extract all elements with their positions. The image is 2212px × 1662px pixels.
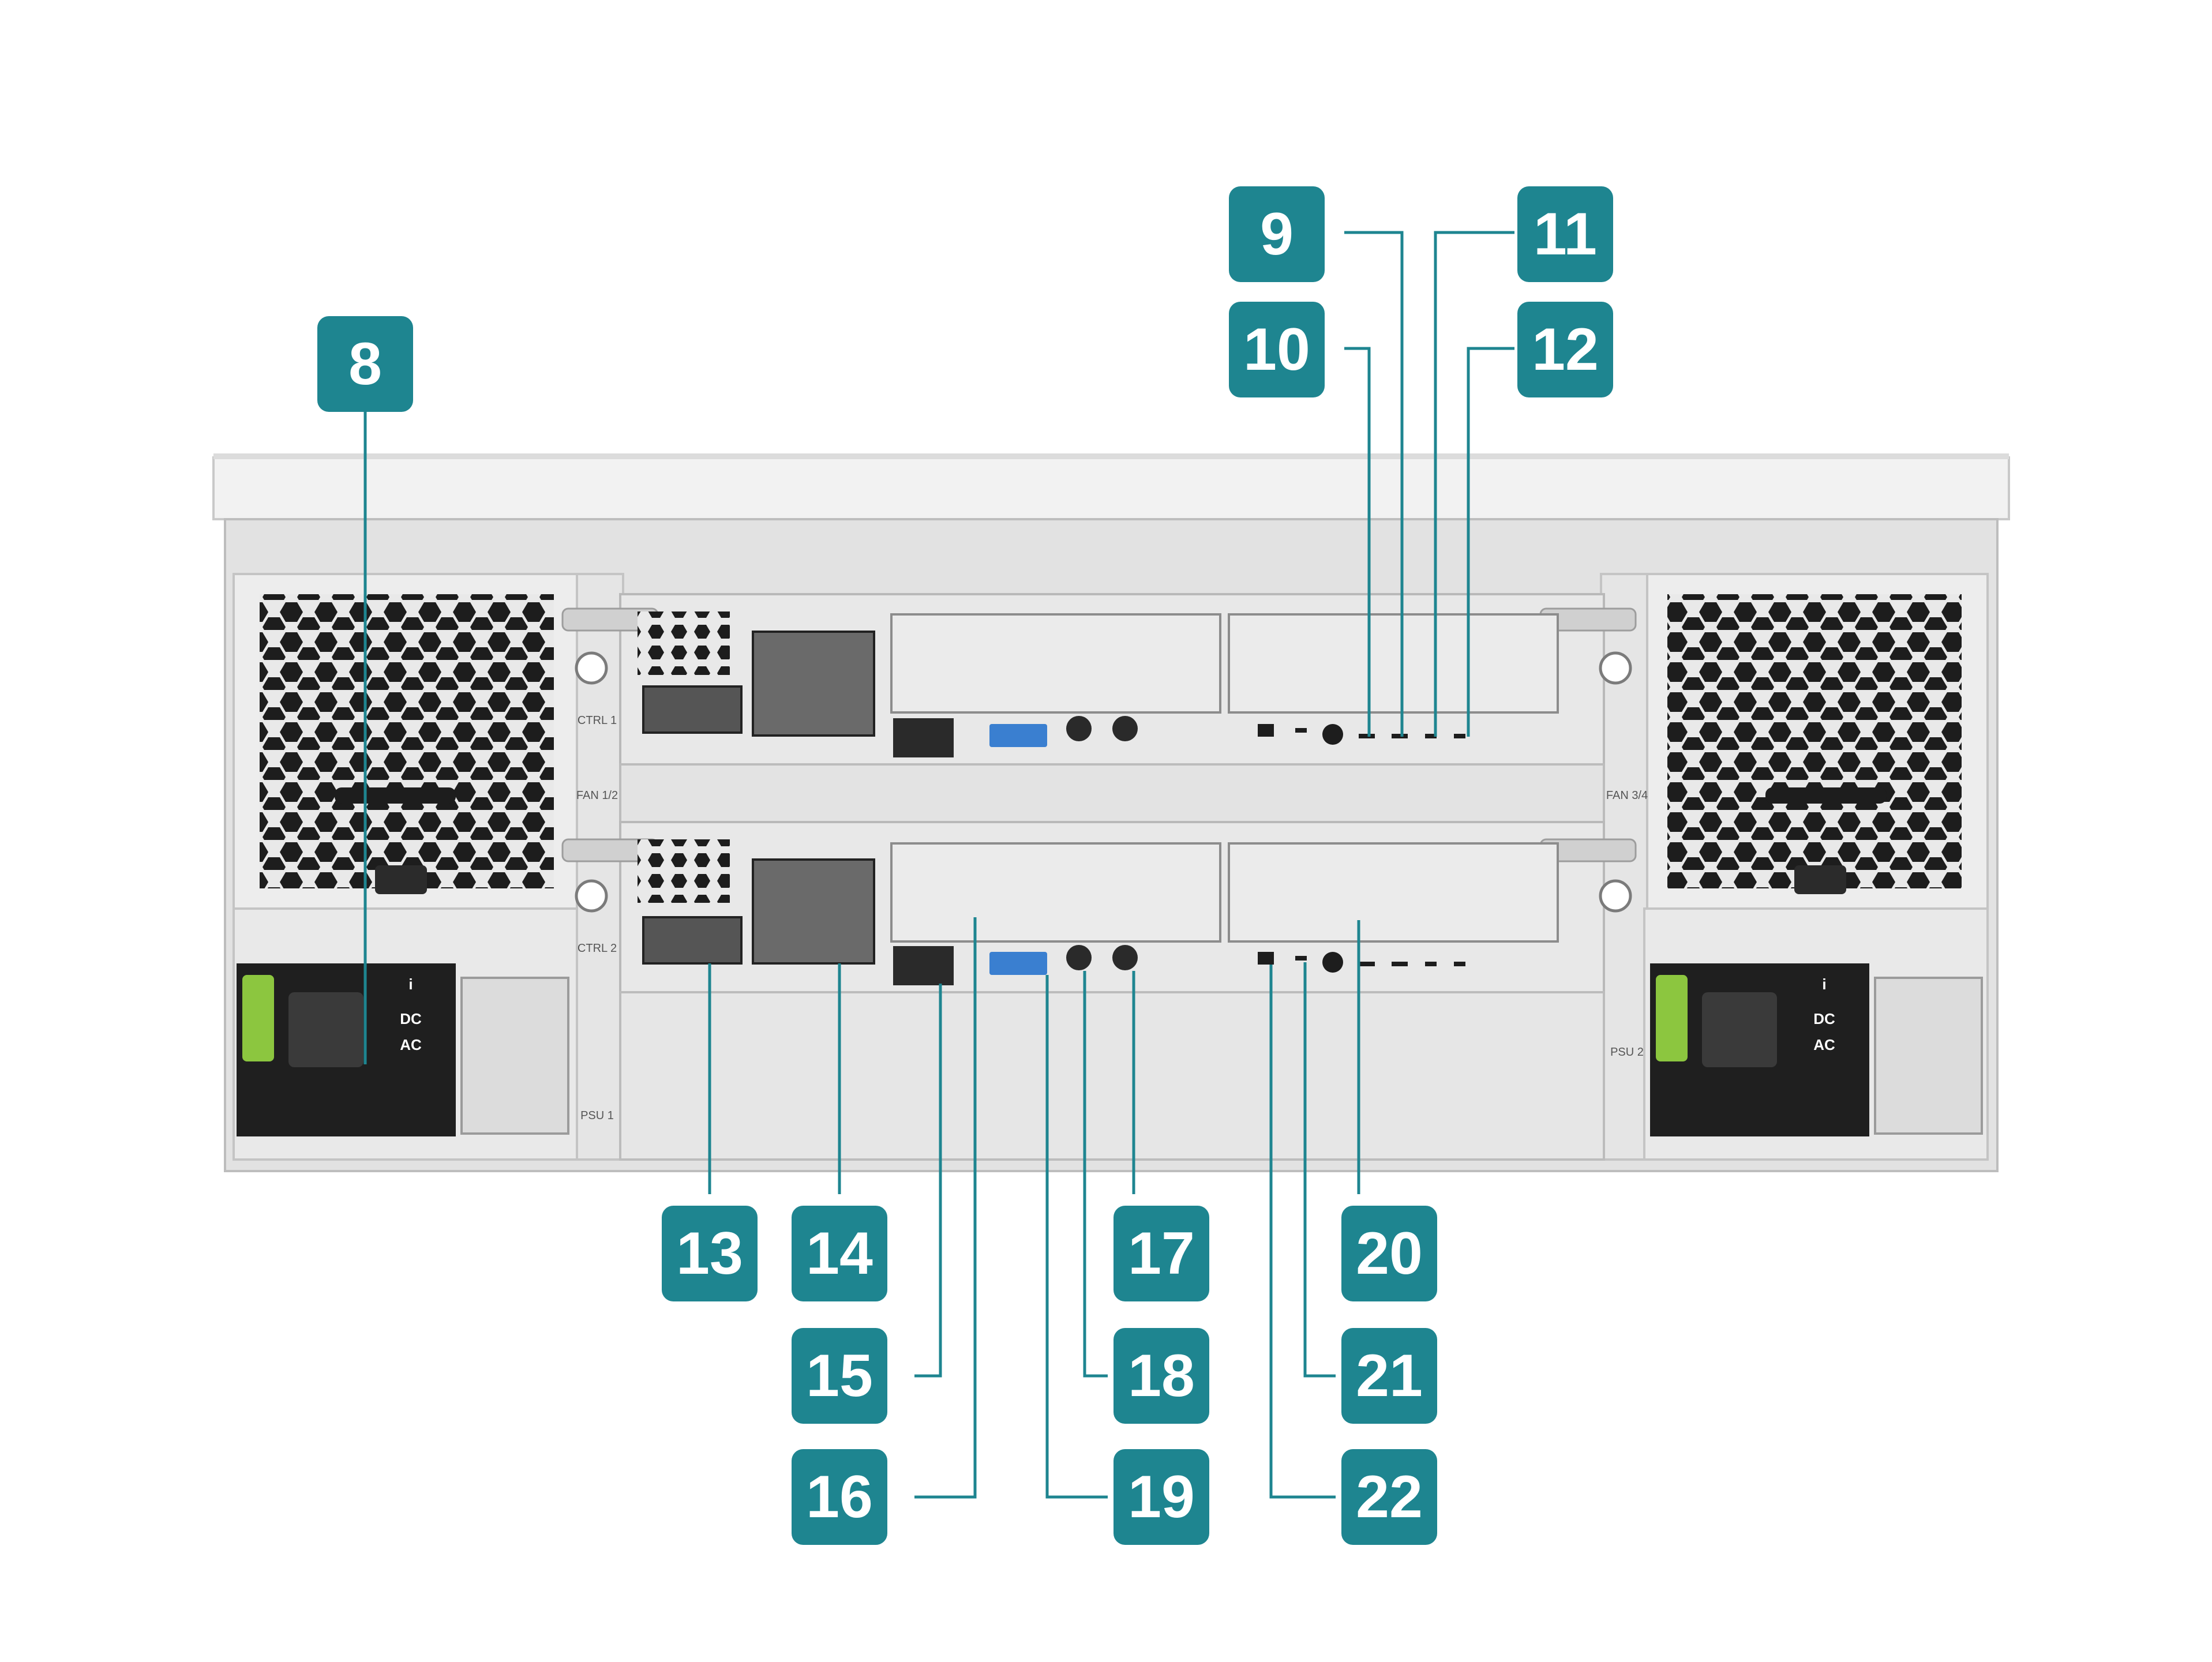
psu2-dc-label: DC [1813,1010,1835,1027]
controller-2-pcie-slot-2 [1228,842,1559,943]
callout-17: 17 [1114,1206,1209,1301]
controller-1-led-a [1258,724,1274,737]
controller-2-led-f [1454,962,1465,966]
controller-1-led-f [1454,734,1465,738]
psu-1-inlet [288,992,363,1067]
callout-13: 13 [662,1206,758,1301]
callout-8: 8 [317,316,413,412]
callout-15: 15 [792,1328,887,1424]
controller-1-usb-port [989,724,1047,747]
controller-2-pcie-slot-1 [890,842,1221,943]
controller-1-screw-left [575,651,608,685]
callout-18: 18 [1114,1328,1209,1424]
ctrl2-label: CTRL 2 [578,942,617,955]
controller-1-sfp-pair [642,685,743,734]
controller-2-vent [638,839,730,903]
leader-10 [1344,347,1371,737]
leader-12 [1467,347,1514,737]
fan-handle-left [335,787,456,804]
psu1-info-label: i [408,976,413,993]
psu1-dc-label: DC [400,1010,422,1027]
fan-grille-left [260,594,554,888]
psu-2-latch [1656,975,1688,1061]
controller-2-led-b [1295,956,1307,961]
psu-1-grip [460,977,569,1135]
callout-16: 16 [792,1449,887,1545]
fan34-label: FAN 3/4 [1606,789,1648,802]
psu-2-inlet [1702,992,1777,1067]
callout-22: 22 [1341,1449,1437,1545]
controller-1-screw-right [1599,651,1632,685]
controller-1-sfp-cage [752,631,875,737]
controller-2-jack-1 [1066,945,1092,970]
controller-2-jack-2 [1112,945,1138,970]
callout-21: 21 [1341,1328,1437,1424]
fan-handle-right [1765,787,1887,804]
psu1-ac-label: AC [400,1036,422,1053]
controller-1-pcie-slot-2 [1228,613,1559,714]
controller-2-led-a [1258,952,1274,965]
controller-2-usb-port [989,952,1047,975]
callout-9: 9 [1229,186,1325,282]
controller-1-led-e [1425,734,1437,738]
controller-1-jack-2 [1112,716,1138,741]
controller-2-lan-port [893,946,954,985]
callout-19: 19 [1114,1449,1209,1545]
controller-1-reset [1322,724,1343,745]
controller-1-pcie-slot-1 [890,613,1221,714]
chassis-lid-rim [213,453,2009,459]
leader-22 [1269,965,1336,1499]
controller-1-vent [638,611,730,675]
psu2-ac-label: AC [1813,1036,1835,1053]
psu2-info-label: i [1822,976,1826,993]
callout-20: 20 [1341,1206,1437,1301]
controller-1-led-d [1392,734,1408,738]
leader-9 [1344,231,1404,737]
lower-blank-plate [619,991,1605,1161]
leader-15 [914,984,942,1378]
controller-2-screw-left [575,879,608,913]
leader-11 [1434,231,1514,737]
middle-strip [619,763,1605,823]
controller-2-led-d [1392,962,1408,966]
psu2-label: PSU 2 [1610,1046,1644,1059]
psu-2-grip [1874,977,1983,1135]
leader-lines [363,231,1514,1499]
controller-2-led-c [1359,962,1375,966]
fan-latch-right [1794,865,1846,894]
controller-2-screw-right [1599,879,1632,913]
psu1-label: PSU 1 [580,1109,614,1122]
psu-1-latch [242,975,274,1061]
callout-11: 11 [1517,186,1613,282]
controller-2-sfp-cage [752,858,875,965]
leader-16 [914,917,977,1499]
controller-2-sfp-pair [642,916,743,965]
fan-latch-left [375,865,427,894]
callout-12: 12 [1517,302,1613,397]
leader-18 [1083,971,1108,1378]
fan12-label: FAN 1/2 [576,789,618,802]
controller-1-led-c [1359,734,1375,738]
controller-1-lan-port [893,718,954,757]
controller-2-reset [1322,952,1343,973]
callout-14: 14 [792,1206,887,1301]
fan-grille-right [1667,594,1962,888]
controller-2-led-e [1425,962,1437,966]
leader-21 [1303,962,1336,1378]
controller-1-jack-1 [1066,716,1092,741]
leader-19 [1045,975,1108,1499]
chassis-top-lid [212,456,2010,520]
callout-10: 10 [1229,302,1325,397]
ctrl1-label: CTRL 1 [578,714,617,727]
controller-1-led-b [1295,728,1307,733]
